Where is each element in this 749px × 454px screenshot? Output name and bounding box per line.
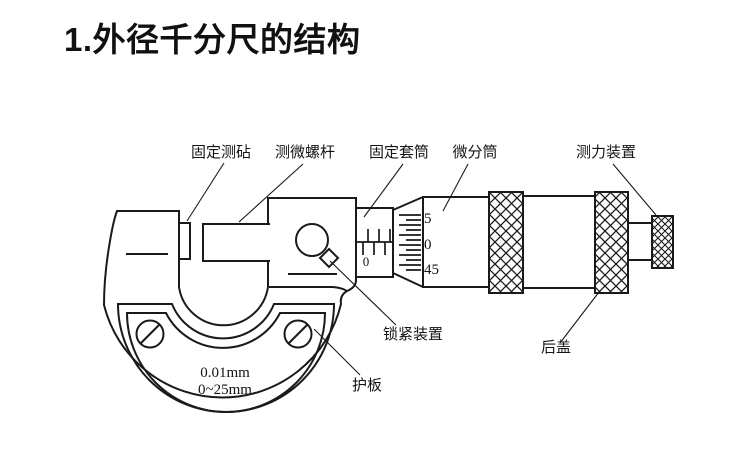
lock-knob — [295, 223, 329, 257]
thimble-knurl-ring — [488, 191, 524, 294]
thimble-body — [422, 196, 490, 288]
page-title: 1.外径千分尺的结构 — [64, 21, 361, 58]
screw-left-slot-icon — [139, 323, 161, 345]
screw-right-slot-icon — [287, 323, 309, 345]
leader-spindle — [238, 163, 304, 223]
sleeve-scale-ticks-upper — [367, 229, 391, 242]
marking-precision: 0.01mm — [200, 365, 250, 381]
marking-range: 0~25mm — [198, 382, 252, 398]
guard-plate-outer — [116, 303, 336, 413]
thimble-scale-0: 0 — [424, 237, 432, 253]
label-thimble: 微分筒 — [452, 144, 497, 161]
guard-plate-inner — [125, 312, 327, 413]
label-anvil: 固定测砧 — [191, 144, 251, 161]
leader-ratchet — [612, 163, 657, 216]
leader-lock — [329, 260, 397, 326]
label-spindle: 测微螺杆 — [275, 144, 335, 161]
spindle — [202, 223, 270, 262]
ratchet-knob — [651, 215, 674, 269]
label-sleeve: 固定套筒 — [369, 144, 429, 161]
thimble-scale-45: 45 — [424, 262, 439, 278]
sleeve-scale-ticks-lower — [362, 242, 386, 255]
leader-sleeve — [363, 163, 404, 218]
label-guard: 护板 — [352, 376, 382, 394]
back-cover-barrel — [522, 195, 596, 289]
label-back-cover: 后盖 — [541, 339, 571, 356]
leader-thimble — [442, 163, 469, 212]
sleeve-zero-label: 0 — [363, 254, 370, 269]
leader-anvil — [186, 162, 225, 222]
anvil — [178, 222, 191, 260]
thimble-bevel — [392, 196, 424, 288]
lock-lever — [318, 247, 340, 269]
thimble-scale-5: 5 — [424, 211, 432, 227]
leader-guard — [313, 328, 361, 376]
leader-back-cover — [559, 291, 600, 344]
back-cover-knurl-ring — [594, 191, 629, 294]
label-ratchet: 测力装置 — [576, 144, 636, 161]
ratchet-shaft — [628, 222, 652, 261]
frame-arm-edge — [269, 286, 348, 292]
label-lock: 锁紧装置 — [383, 326, 443, 343]
thimble-graduations — [399, 214, 421, 271]
